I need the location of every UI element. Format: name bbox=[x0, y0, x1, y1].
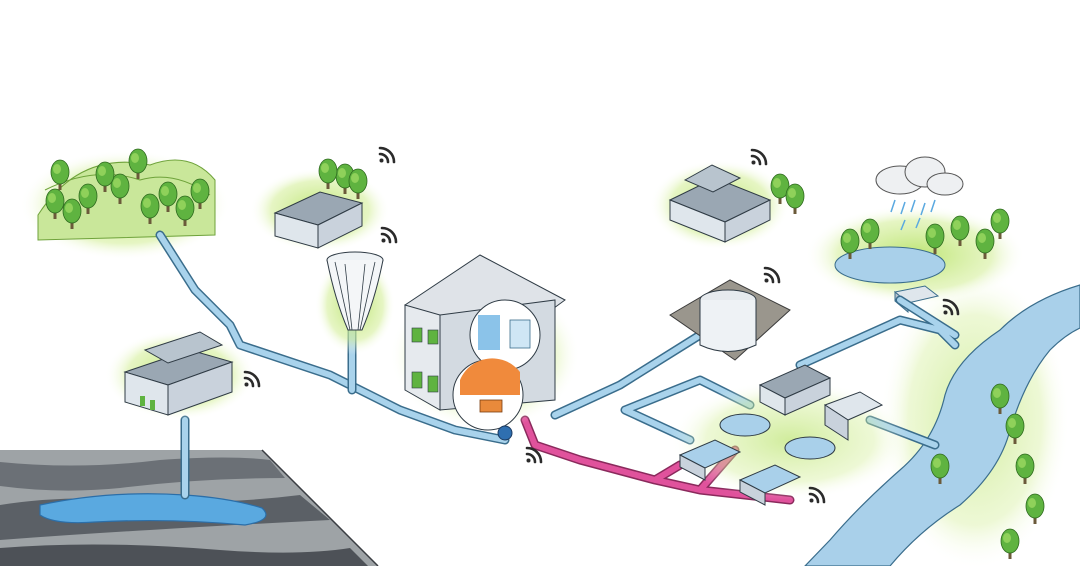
pond bbox=[834, 246, 946, 284]
treatment-plant bbox=[670, 364, 910, 506]
reservoir-tank bbox=[669, 266, 791, 361]
house-cutaway bbox=[390, 254, 580, 464]
water-tower bbox=[315, 226, 398, 355]
office-building bbox=[250, 146, 396, 252]
kitchen bbox=[452, 358, 524, 431]
hills-forest bbox=[20, 148, 230, 260]
bathroom bbox=[469, 299, 541, 371]
pumping-station bbox=[105, 330, 261, 420]
rain-pond-area bbox=[805, 156, 1025, 316]
modern-building bbox=[650, 148, 805, 250]
water-meter bbox=[497, 425, 513, 441]
rain-cloud-icon bbox=[875, 156, 964, 231]
ground-cross-section bbox=[0, 449, 379, 566]
river bbox=[804, 270, 1080, 566]
aquifer bbox=[39, 493, 267, 526]
